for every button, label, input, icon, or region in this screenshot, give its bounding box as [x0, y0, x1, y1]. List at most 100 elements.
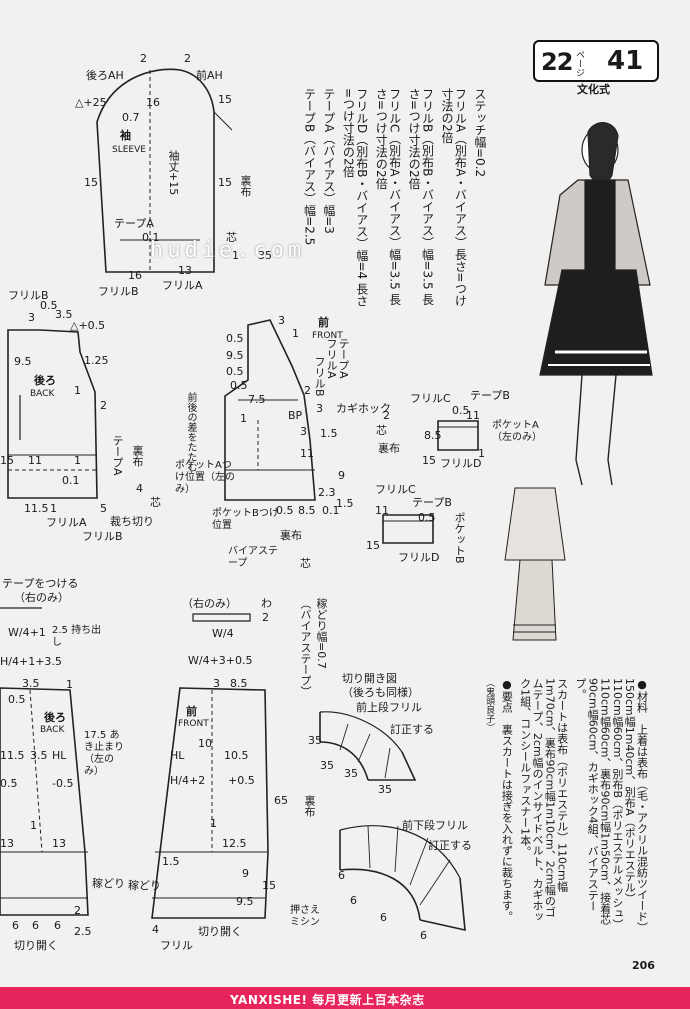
lower-frill-dim: 6	[338, 869, 345, 882]
front-label: 9	[338, 469, 345, 482]
skirt-back-label: 1	[30, 819, 37, 832]
skirt-back-label: 0.5	[8, 693, 26, 706]
skirt-back-label: 稼どり	[92, 877, 125, 890]
sleeve-label: 袖丈+15	[167, 150, 180, 196]
skirt-back-title: 後ろ	[44, 711, 66, 724]
instruction-line: フリルD（別布B・バイアス）幅=4 長さ=つけ寸法の2倍	[341, 88, 369, 307]
lower-frill-dim: 6	[380, 911, 387, 924]
back-label: △+0.5	[70, 319, 106, 332]
sleeve-label: フリルA	[162, 279, 203, 292]
front-label: 7.5	[248, 393, 266, 406]
pocket-a-label: テープB	[470, 389, 510, 402]
skirt-front-label: 8.5	[230, 677, 248, 690]
front-label: 1	[240, 412, 247, 425]
skirt-back-label: 13	[52, 837, 66, 850]
pattern-id: 41	[607, 46, 644, 76]
skirt-front-label: 12.5	[222, 837, 247, 850]
front-label: 3	[278, 314, 285, 327]
front-label: 8.5	[298, 504, 316, 517]
back-label: フリルB	[8, 289, 49, 302]
skirt-back-label: 1	[66, 678, 73, 691]
back-label: 1	[50, 502, 57, 515]
materials-block: ●材料 上着は表布（毛・アクリル混紡ツイード）150cm幅1m40cm、別布A（…	[484, 678, 648, 928]
front-label: 1	[292, 327, 299, 340]
pocket-a-outline	[437, 420, 479, 451]
materials-line: ●要点 裏スカートは接ぎを入れずに裁ちます。	[500, 678, 514, 922]
sleeve-label: テープA	[114, 217, 154, 230]
pocket-a-label: フリルC	[410, 392, 451, 405]
front-label: カギホック	[336, 402, 391, 415]
front-label: 0.5	[226, 365, 244, 378]
materials-line: スカートは表布（ポリエステル）110cm幅1m70cm、裏布90cm幅1m10c…	[518, 678, 569, 922]
materials-line: ●材料 上着は表布（毛・アクリル混紡ツイード）150cm幅1m40cm、別布A（…	[573, 678, 649, 928]
sleeve-label: 15	[218, 176, 232, 189]
page-kana: ページ	[574, 50, 584, 77]
front-label: ポケットBつけ位置	[212, 508, 279, 531]
page-number: 206	[632, 959, 655, 972]
upper-frill-dim: 35	[344, 767, 358, 780]
pocket-a-label: 15	[422, 454, 436, 467]
front-label: 前後の差をたたむ	[185, 392, 196, 472]
back-bodice-outline	[7, 329, 98, 499]
front-label: 0.5	[276, 504, 294, 517]
sleeve-label: 16	[146, 96, 160, 109]
front-label: 0.1	[322, 504, 340, 517]
skirt-front-label: HL	[170, 749, 185, 762]
pocket-b-label: フリルD	[398, 551, 440, 564]
skirt-back-label: W/4+1	[8, 626, 46, 639]
skirt-front-label: 押さえミシン	[290, 905, 320, 928]
skirt-front-label: 稼どり	[128, 879, 161, 892]
skirt-front-label: 10.5	[224, 749, 249, 762]
back-label: 9.5	[14, 355, 32, 368]
front-label: 2.3	[318, 486, 336, 499]
frill-diagram-subtitle: （後ろも同様）	[342, 686, 419, 699]
instructions-top: ステッチ幅=0.2 フリルA（別布A・バイアス）長さ=つけ寸法の2倍 フリルB（…	[302, 88, 486, 308]
front-label: ポケットAつけ位置（左のみ）	[175, 460, 235, 495]
sleeve-label: △+25	[75, 96, 107, 109]
back-label: 1	[74, 384, 81, 397]
skirt-back-label: 6	[32, 919, 39, 932]
front-label: 11	[300, 447, 314, 460]
skirt-back-label: 11.5	[0, 749, 25, 762]
skirt-front-label: 切り開く	[198, 925, 242, 938]
front-title: 前	[318, 316, 329, 329]
pocket-b-label: ポケットB	[453, 512, 466, 564]
front-label: フリルA	[325, 338, 338, 379]
instruction-line: フリルA（別布A・バイアス）長さ=つけ寸法の2倍	[439, 88, 468, 307]
instruction-line: フリルC（別布A・バイアス）幅=3.5 長さ=つけ寸法の2倍	[374, 88, 402, 306]
back-label: 0.1	[62, 474, 80, 487]
front-label: 3	[316, 402, 323, 415]
skirt-back-label: 3.5	[22, 677, 40, 690]
skirt-front-label: 2	[262, 611, 269, 624]
skirt-back-label: 3.5	[30, 749, 48, 762]
skirt-front-label: 裏布	[303, 795, 316, 817]
skirt-back-label: テープをつける	[2, 577, 79, 590]
sleeve-label: 15	[84, 176, 98, 189]
skirt-front-label: （右のみ）	[182, 597, 237, 610]
sleeve-label: 15	[218, 93, 232, 106]
skirt-front-label: 稼どり幅=0.7	[315, 598, 328, 669]
sleeve-label: 1	[232, 249, 239, 262]
sleeve-title-en: SLEEVE	[112, 145, 146, 155]
pocket-b-outline	[382, 514, 434, 544]
lower-frill-note: 訂正する	[428, 839, 472, 852]
skirt-front-label: 4	[152, 923, 159, 936]
lower-frill-label: 前下段フリル	[402, 819, 468, 832]
upper-frill-note: 訂正する	[390, 723, 434, 736]
back-label: 5	[100, 502, 107, 515]
instruction-line: テープA（バイアス）幅=3	[321, 88, 336, 234]
skirt-front-label: 1.5	[162, 855, 180, 868]
sleeve-label: 35	[258, 249, 272, 262]
footer-banner-text: YANXISHE! 每月更新上百本杂志	[230, 993, 425, 1007]
front-label: 3	[300, 425, 307, 438]
upper-frill-dim: 35	[320, 759, 334, 772]
skirt-back-label: 切り開く	[14, 939, 58, 952]
skirt-front-label: 9	[242, 867, 249, 880]
skirt-front-label: W/4	[212, 627, 234, 640]
skirt-front-label: フリル	[160, 939, 193, 952]
upper-frill-dim: 35	[308, 734, 322, 747]
sleeve-label: 後ろAH	[86, 69, 124, 82]
front-label: 芯	[300, 557, 311, 570]
sleeve-label: 2	[184, 52, 191, 65]
